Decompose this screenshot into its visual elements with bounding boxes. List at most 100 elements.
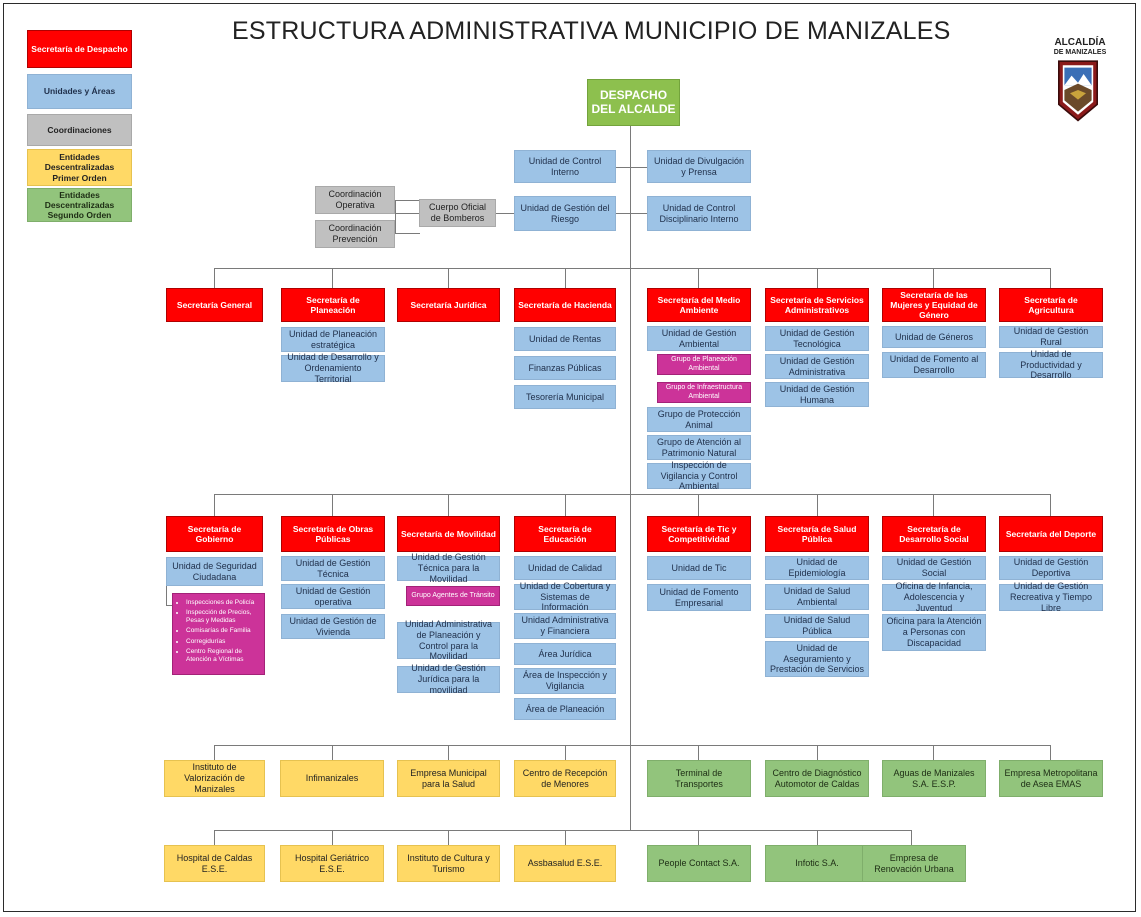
bullet-item: Centro Regional de Atención a Víctimas [186,648,261,664]
group-proteccion-animal: Grupo de Protección Animal [647,407,751,432]
despacho-alcalde: DESPACHO DEL ALCALDE [587,79,680,126]
unit-rentas: Unidad de Rentas [514,327,616,351]
drop-r1-4 [565,268,566,288]
group-planeacion-ambiental: Grupo de Planeación Ambiental [657,354,751,375]
secretaria-agricultura: Secretaría de Agricultura [999,288,1103,322]
entity-centro-menores: Centro de Recepción de Menores [514,760,616,797]
unit-salud-publica: Unidad de Salud Pública [765,614,869,638]
row1-bus [214,268,1050,269]
secretaria-educacion: Secretaría de Educación [514,516,616,552]
secretaria-tic: Secretaría de Tic y Competitividad [647,516,751,552]
drop-e1-5 [698,745,699,760]
legend-coordinaciones: Coordinaciones [27,114,132,146]
unit-generos: Unidad de Géneros [882,326,986,348]
branch-riesgo [615,213,647,214]
inspeccion-vigilancia-ambiental: Inspección de Vigilancia y Control Ambie… [647,460,751,491]
branch-coord-join [395,213,420,214]
logo-line2: DE MANIZALES [1053,48,1107,56]
group-agentes-transito: Grupo Agentes de Tránsito [406,586,500,606]
secretaria-deporte: Secretaría del Deporte [999,516,1103,552]
branch-coords [395,200,396,233]
drop-r2-7 [933,494,934,516]
unidad-gestion-riesgo: Unidad de Gestión del Riesgo [514,196,616,231]
unit-gestion-humana: Unidad de Gestión Humana [765,382,869,407]
drop-r1-7 [933,268,934,288]
entity-valorizacion: Instituto de Valorización de Manizales [164,760,265,797]
entity-infimanizales: Infimanizales [280,760,384,797]
drop-e2-4 [565,830,566,845]
gobierno-bracket-v [166,586,167,606]
drop-r2-4 [565,494,566,516]
drop-e2-1 [214,830,215,845]
entity-cultura-turismo: Instituto de Cultura y Turismo [397,845,500,882]
unit-gestion-operativa: Unidad de Gestión operativa [281,584,385,609]
drop-e1-8 [1050,745,1051,760]
unit-tesoreria: Tesorería Municipal [514,385,616,409]
drop-e1-2 [332,745,333,760]
unidad-control-disciplinario: Unidad de Control Disciplinario Interno [647,196,751,231]
unit-gestion-recreativa: Unidad de Gestión Recreativa y Tiempo Li… [999,581,1103,613]
unit-gestion-administrativa: Unidad de Gestión Administrativa [765,354,869,379]
drop-e1-7 [933,745,934,760]
entity-terminal: Terminal de Transportes [647,760,751,797]
drop-e1-3 [448,745,449,760]
entity-renovacion-urbana: Empresa de Renovación Urbana [862,845,966,882]
drop-e1-4 [565,745,566,760]
gobierno-bracket-h [166,605,173,606]
unit-calidad: Unidad de Calidad [514,556,616,580]
logo-line1: ALCALDÍA [1054,37,1106,48]
unit-finanzas: Finanzas Públicas [514,356,616,380]
drop-r1-2 [332,268,333,288]
drop-r1-3 [448,268,449,288]
group-patrimonio-natural: Grupo de Atención al Patrimonio Natural [647,435,751,460]
drop-r2-1 [214,494,215,516]
unit-gestion-social: Unidad de Gestión Social [882,556,986,580]
branch-coord-pre [395,233,420,234]
branch-coord-op [395,200,420,201]
secretaria-gobierno: Secretaría de Gobierno [166,516,263,552]
unit-cobertura: Unidad de Cobertura y Sistemas de Inform… [514,581,616,612]
entity-hospital-geriatrico: Hospital Geriátrico E.S.E. [280,845,384,882]
secretaria-movilidad: Secretaría de Movilidad [397,516,500,552]
row2-bus [214,494,1050,495]
entity-hospital-caldas: Hospital de Caldas E.S.E. [164,845,265,882]
unit-administrativa-financiera: Unidad Administrativa y Financiera [514,613,616,639]
bullet-item: Comisarías de Familia [186,627,261,635]
page-title: ESTRUCTURA ADMINISTRATIVA MUNICIPIO DE M… [232,17,951,45]
drop-r1-6 [817,268,818,288]
unidad-divulgacion: Unidad de Divulgación y Prensa [647,150,751,183]
area-juridica: Área Jurídica [514,643,616,665]
legend-primer-orden: Entidades Descentralizadas Primer Orden [27,149,132,186]
unit-aseguramiento: Unidad de Aseguramiento y Prestación de … [765,641,869,677]
secretaria-planeacion: Secretaría de Planeación [281,288,385,322]
secretaria-medio-ambiente: Secretaría del Medio Ambiente [647,288,751,322]
unit-admin-movilidad: Unidad Administrativa de Planeación y Co… [397,619,500,661]
unit-salud-ambiental: Unidad de Salud Ambiental [765,584,869,610]
ent1-bus [214,745,1050,746]
group-infraestructura-ambiental: Grupo de Infraestructura Ambiental [657,382,751,403]
ent2-bus [214,830,911,831]
branch-control [615,167,647,168]
main-trunk [630,126,631,830]
drop-e2-6 [817,830,818,845]
unit-juridica-movilidad: Unidad de Gestión Jurídica para la movil… [397,663,500,695]
drop-r1-5 [698,268,699,288]
unit-tecnica-movilidad: Unidad de Gestión Técnica para la Movili… [397,552,500,584]
area-inspeccion: Área de Inspección y Vigilancia [514,668,616,694]
drop-r2-2 [332,494,333,516]
bullet-item: Corregidurías [186,638,261,646]
drop-e2-5 [698,830,699,845]
alcaldia-shield-icon [1058,60,1098,122]
secretaria-desarrollo-social: Secretaría de Desarrollo Social [882,516,986,552]
secretaria-salud: Secretaría de Salud Pública [765,516,869,552]
entity-emas: Empresa Metropolitana de Asea EMAS [999,760,1103,797]
drop-e2-7 [911,830,912,845]
drop-e2-3 [448,830,449,845]
unit-gestion-tecnica: Unidad de Gestión Técnica [281,556,385,581]
cuerpo-bomberos: Cuerpo Oficial de Bomberos [419,199,496,227]
unit-seguridad-ciudadana: Unidad de Seguridad Ciudadana [166,557,263,586]
unit-tic: Unidad de Tic [647,556,751,580]
bullet-item: Inspección de Precios, Pesas y Medidas [186,609,261,625]
secretaria-juridica: Secretaría Jurídica [397,288,500,322]
entity-cda: Centro de Diagnóstico Automotor de Calda… [765,760,869,797]
